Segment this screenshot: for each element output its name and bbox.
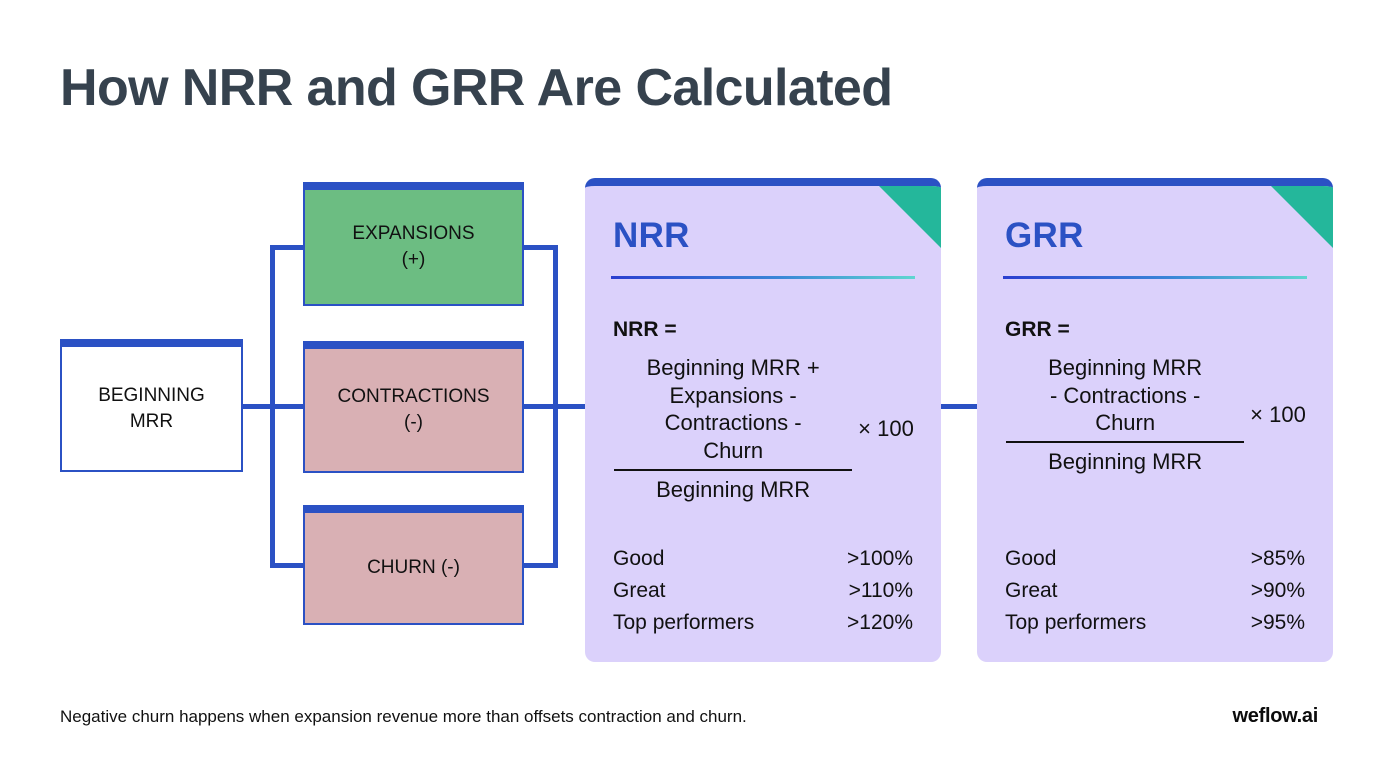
connector-nrr-to-grr-card: [938, 404, 980, 409]
beginning-mrr-label-line2: MRR: [129, 410, 174, 432]
flow-box-churn: CHURN (-): [303, 505, 524, 625]
benchmark-label: Great: [1005, 578, 1058, 602]
benchmark-value: >120%: [847, 610, 913, 634]
formula-denominator-nrr: Beginning MRR: [656, 476, 811, 502]
connector-left-to-churn: [270, 563, 306, 568]
card-title-nrr: NRR: [613, 216, 690, 255]
flow-box-expansions: EXPANSIONS (+): [303, 182, 524, 306]
benchmark-label: Good: [613, 547, 665, 570]
benchmark-value: >95%: [1250, 610, 1305, 634]
formula-multiplier-nrr: × 100: [858, 415, 914, 441]
metric-card-grr: GRR GRR = Beginning MRR - Contractions -…: [977, 178, 1333, 662]
benchmark-label: Top performers: [1005, 610, 1147, 634]
benchmark-label: Good: [1005, 547, 1057, 570]
formula-denominator-grr: Beginning MRR: [1048, 449, 1203, 475]
contractions-label-line1: CONTRACTIONS: [337, 386, 490, 408]
card-title-grr: GRR: [1005, 216, 1084, 255]
benchmark-value: >85%: [1250, 547, 1305, 570]
connector-contractions-to-right: [521, 404, 558, 409]
benchmark-label: Great: [613, 578, 666, 602]
formula-equals-label-grr: GRR =: [1005, 318, 1070, 341]
beginning-mrr-label-line1: BEGINNING: [98, 384, 205, 406]
connector-left-to-expansions: [270, 245, 306, 250]
formula-numerator-grr: Beginning MRR - Contractions - Churn: [1048, 355, 1203, 436]
page-title: How NRR and GRR Are Calculated: [60, 59, 893, 117]
benchmark-row: Top performers >120%: [613, 607, 913, 639]
benchmark-list-nrr: Good >100% Great >110% Top performers >1…: [613, 543, 913, 639]
connector-left-to-contractions: [270, 404, 306, 409]
footer-note: Negative churn happens when expansion re…: [60, 707, 747, 726]
card-divider: [1003, 276, 1307, 279]
connector-bracket-to-nrr-card: [553, 404, 590, 409]
formula-fraction-bar: [1006, 441, 1245, 444]
contractions-label-line2: (-): [404, 412, 423, 433]
churn-label-line1: CHURN (-): [367, 557, 460, 579]
formula-multiplier-grr: × 100: [1250, 401, 1306, 427]
card-divider: [611, 276, 915, 279]
benchmark-value: >100%: [847, 547, 913, 570]
connector-expansions-to-right: [521, 245, 558, 250]
formula-numerator-nrr: Beginning MRR + Expansions - Contraction…: [646, 355, 820, 464]
benchmark-list-grr: Good >85% Great >90% Top performers >95%: [1005, 543, 1305, 639]
expansions-label-line2: (+): [401, 249, 426, 270]
metric-card-nrr: NRR NRR = Beginning MRR + Expansions - C…: [585, 178, 941, 662]
connector-churn-to-right: [521, 563, 558, 568]
formula-fraction-nrr: Beginning MRR + Expansions - Contraction…: [605, 354, 923, 504]
benchmark-row: Great >110%: [613, 575, 913, 607]
brand-logo: weflow.ai: [1232, 705, 1319, 727]
flow-box-contractions: CONTRACTIONS (-): [303, 341, 524, 473]
corner-fold-icon: [1271, 186, 1333, 248]
formula-fraction-grr: Beginning MRR - Contractions - Churn Beg…: [997, 354, 1315, 476]
formula-fraction-bar: [614, 468, 853, 471]
benchmark-value: >90%: [1250, 578, 1305, 602]
benchmark-row: Good >100%: [613, 543, 913, 575]
benchmark-label: Top performers: [613, 610, 755, 634]
benchmark-row: Good >85%: [1005, 543, 1305, 575]
benchmark-value: >110%: [848, 578, 913, 602]
formula-equals-label-nrr: NRR =: [613, 318, 677, 341]
connector-mrr-to-bracket: [243, 404, 275, 409]
expansions-label-line1: EXPANSIONS: [352, 223, 475, 245]
benchmark-row: Great >90%: [1005, 575, 1305, 607]
benchmark-row: Top performers >95%: [1005, 607, 1305, 639]
corner-fold-icon: [879, 186, 941, 248]
flow-box-beginning-mrr: BEGINNING MRR: [60, 339, 243, 472]
